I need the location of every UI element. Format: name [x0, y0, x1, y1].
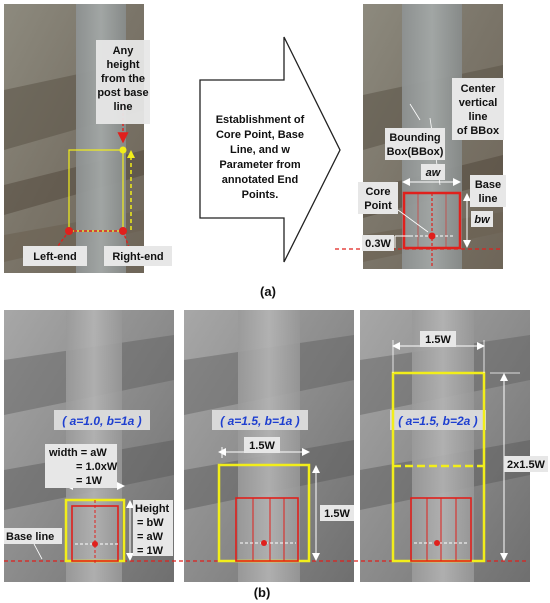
sub2-height-label: 1.5W: [324, 508, 350, 520]
sub2-params-box: [212, 410, 308, 430]
base-line-a-text-0: Base: [475, 179, 501, 191]
center-line-text-2: line: [469, 111, 488, 123]
arrow-text-3: Parameter from: [219, 159, 301, 171]
sub1-height-line-0: Height: [135, 503, 170, 515]
bw-label: bw: [474, 214, 491, 226]
sub1-width-line-1: = 1.0xW: [76, 461, 118, 473]
offset-label-box: [362, 235, 394, 251]
aw-label-box: [421, 164, 445, 180]
sub3-height-box: [504, 456, 548, 472]
left-end-label-box: [23, 246, 87, 266]
any-height-box: [96, 40, 150, 124]
center-line-label-box: [452, 78, 504, 140]
aw-label: aw: [426, 167, 442, 179]
sub2-width-label: 1.5W: [249, 440, 275, 452]
left-end-label: Left-end: [33, 251, 76, 263]
any-height-line-1: height: [107, 59, 140, 71]
process-arrow: [199, 36, 341, 263]
arrow-text-1: Core Point, Base: [216, 129, 304, 141]
core-point-label-box: [358, 182, 398, 214]
sub1-width-line-2: = 1W: [76, 475, 103, 487]
sub1-params-box: [54, 410, 150, 430]
arrow-text-2: Line, and w: [230, 144, 290, 156]
sub1-height-line-1: = bW: [137, 517, 164, 529]
any-height-line-2: from the: [101, 73, 145, 85]
right-end-label: Right-end: [112, 251, 163, 263]
sub2-width-box: [244, 437, 280, 453]
right-end-label-box: [104, 246, 172, 266]
bbox-text-0: Bounding: [389, 132, 440, 144]
any-height-line-3: post base: [97, 87, 148, 99]
sub1-params: ( a=1.0, b=1a ): [62, 414, 141, 428]
offset-label: 0.3W: [365, 238, 391, 250]
bbox-text-1: Box(BBox): [387, 146, 444, 158]
base-line-b-label-box: [4, 528, 62, 544]
any-height-line-4: line: [114, 101, 133, 113]
bw-label-box: [471, 211, 493, 227]
bbox-label-box: [385, 128, 445, 160]
sub3-height-label: 2x1.5W: [507, 459, 546, 471]
panel-a-caption: (a): [260, 284, 276, 299]
sub1-width-box: [45, 444, 117, 488]
arrow-text-4: annotated End: [222, 174, 298, 186]
top-point: [119, 146, 127, 154]
core-point-text-1: Point: [364, 200, 392, 212]
sub3-params: ( a=1.5, b=2a ): [398, 414, 477, 428]
core-point-text-0: Core: [365, 186, 390, 198]
sub3-width-label: 1.5W: [425, 334, 451, 346]
any-height-line-0: Any: [113, 45, 135, 57]
base-line-b-label: Base line: [6, 531, 54, 543]
arrow-text-0: Establishment of: [216, 114, 305, 126]
sub3-params-box: [390, 410, 486, 430]
sub1-height-line-3: = 1W: [137, 545, 164, 557]
photo-b-1: [4, 310, 174, 582]
center-line-text-0: Center: [461, 83, 497, 95]
sub3-width-box: [420, 331, 456, 347]
sub1-height-line-2: = aW: [137, 531, 164, 543]
sub2-height-box: [320, 505, 354, 521]
sub1-width-line-0: width = aW: [48, 447, 107, 459]
core-point-dot: [428, 232, 436, 240]
panel-b-caption: (b): [254, 585, 271, 600]
sub2-params: ( a=1.5, b=1a ): [220, 414, 299, 428]
center-line-text-1: vertical: [459, 97, 498, 109]
arrow-text-5: Points.: [242, 189, 279, 201]
center-line-text-3: of BBox: [457, 125, 500, 137]
base-line-a-text-1: line: [479, 193, 498, 205]
base-line-label-box-a: [470, 175, 506, 207]
sub1-height-box: [133, 500, 173, 556]
